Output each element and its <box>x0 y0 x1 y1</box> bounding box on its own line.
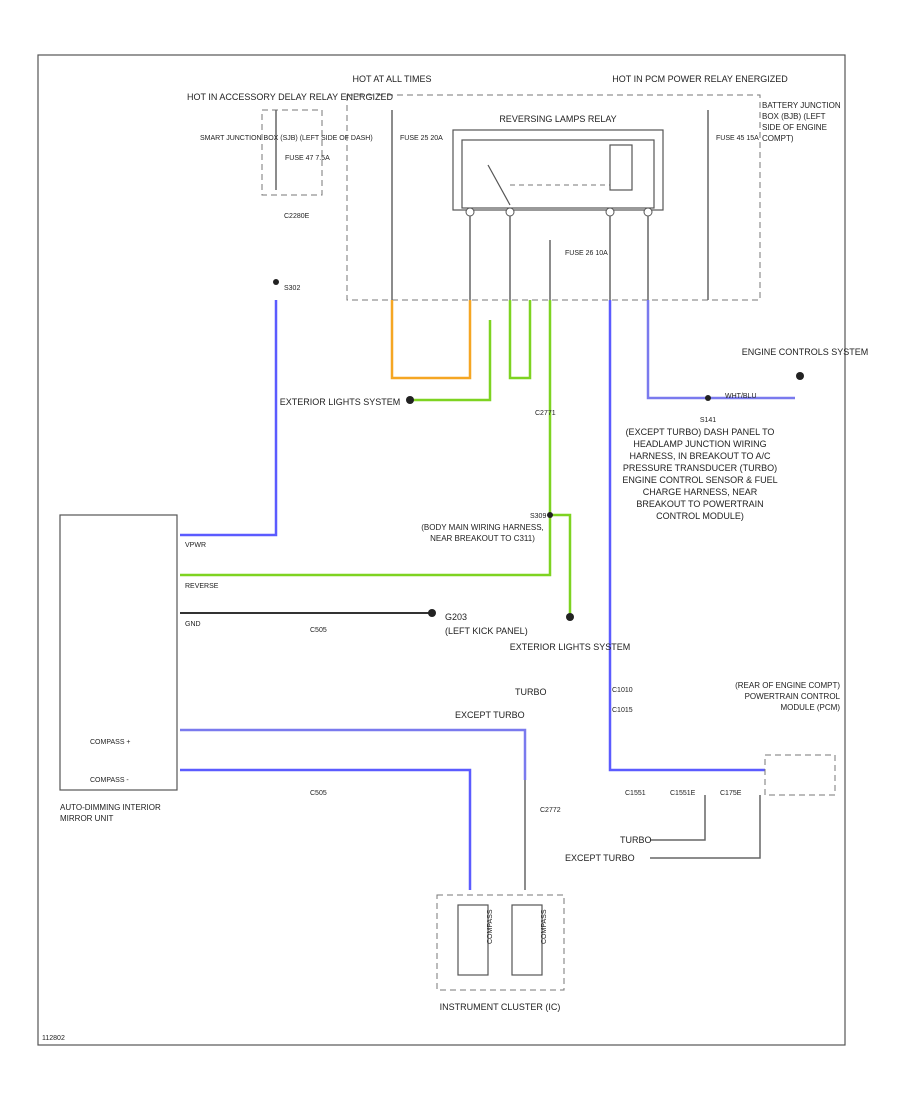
ipc-pin2-label: COMPASS <box>541 909 548 944</box>
relay-switch <box>487 164 511 206</box>
fuse-inner-label: FUSE 26 10A <box>565 250 608 257</box>
green-wire-s309 <box>548 300 572 615</box>
blue-wire-compass-plus <box>180 728 527 780</box>
c2280e-label: C2280E <box>284 213 310 220</box>
splice-s141 <box>705 395 711 401</box>
ext-lights-2-dot <box>566 613 574 621</box>
bjb-dashed-box <box>346 94 761 301</box>
relay-pin-1 <box>643 207 653 217</box>
s302-label: S302 <box>284 285 300 292</box>
bjb-label: BATTERY JUNCTION BOX (BJB) (LEFT SIDE OF… <box>762 101 841 143</box>
rear-engine-box: (REAR OF ENGINE COMPT) POWERTRAIN CONTRO… <box>735 681 840 712</box>
reverse-label: REVERSE <box>185 583 219 590</box>
diagram-frame <box>37 54 846 1046</box>
s309-desc: (BODY MAIN WIRING HARNESS, NEAR BREAKOUT… <box>421 523 544 543</box>
relay-pin-2 <box>605 207 615 217</box>
blue-wire-pcm <box>608 300 765 772</box>
blue-wire-compass-minus <box>180 768 472 890</box>
relay-coil <box>609 144 633 191</box>
hot-acc-label: HOT IN ACCESSORY DELAY RELAY ENERGIZED <box>187 92 393 102</box>
vpwr-label: VPWR <box>185 542 206 549</box>
c2772-label: C2772 <box>540 807 561 814</box>
green-wire-reverse <box>180 515 552 577</box>
hot-pcm-label: HOT IN PCM POWER RELAY ENERGIZED <box>612 74 788 84</box>
green-wire-loop <box>508 300 532 380</box>
footer-id: 112802 <box>42 1035 65 1042</box>
engine-controls-label: ENGINE CONTROLS SYSTEM <box>742 347 869 357</box>
blue-wire-vpwr <box>180 300 278 537</box>
rev-relay-label: REVERSING LAMPS RELAY <box>499 114 616 124</box>
bjb-label-box: BATTERY JUNCTION BOX (BJB) (LEFT SIDE OF… <box>762 101 841 143</box>
pcm-dashed-box <box>764 754 836 796</box>
compass1-label: COMPASS + <box>90 739 131 746</box>
ipc-dashed-box <box>436 894 565 991</box>
c1551-label: C1551 <box>625 790 646 797</box>
ext-lights-1-label: EXTERIOR LIGHTS SYSTEM <box>280 397 401 407</box>
ext-lights-2-label: EXTERIOR LIGHTS SYSTEM <box>510 642 631 652</box>
c1010-label: C1010 <box>612 687 633 694</box>
turbo2-label: TURBO <box>620 835 652 845</box>
fuse-acc-label: FUSE 47 7.5A <box>285 155 330 162</box>
blue-wire-engine <box>646 300 795 400</box>
c2771-label: C2771 <box>535 410 556 417</box>
relay-pin-3 <box>465 207 475 217</box>
smart-jb-label: SMART JUNCTION BOX (SJB) (LEFT SIDE OF D… <box>200 135 373 142</box>
rear-engine-label: (REAR OF ENGINE COMPT) POWERTRAIN CONTRO… <box>735 681 840 712</box>
engine-controls-dot <box>796 372 804 380</box>
mirror-unit-label: AUTO-DIMMING INTERIOR MIRROR UNIT <box>60 803 161 823</box>
except-turbo-line <box>650 795 761 859</box>
relay-inner-box <box>461 139 655 209</box>
splice-s309 <box>547 512 553 518</box>
ext-lights-dot <box>406 396 414 404</box>
s141-desc: (EXCEPT TURBO) DASH PANEL TO HEADLAMP JU… <box>622 427 778 521</box>
compass2-label: COMPASS - <box>90 777 129 784</box>
mirror-unit-box <box>59 514 178 791</box>
turbo-line <box>650 795 706 841</box>
reversing-lamps-relay-box <box>452 129 664 211</box>
s309-desc-box: (BODY MAIN WIRING HARNESS, NEAR BREAKOUT… <box>421 523 544 543</box>
turbo-label: TURBO <box>515 687 547 697</box>
except-turbo-label: EXCEPT TURBO <box>455 710 525 720</box>
fuse-all-label: FUSE 25 20A <box>400 135 443 142</box>
sjb-dashed-box <box>261 109 323 196</box>
relay-pin-5 <box>505 207 515 217</box>
orange-wire <box>390 300 472 380</box>
ground-g203-dot <box>428 609 436 617</box>
c1015-label: C1015 <box>612 707 633 714</box>
fuse-pcm-label: FUSE 45 15A <box>716 135 759 142</box>
s141-label: S141 <box>700 417 716 424</box>
c175e-label: C175E <box>720 790 742 797</box>
wht-blu-label: WHT/BLU <box>725 393 757 400</box>
ipc-pin2-box <box>511 904 543 976</box>
green-wire-ext-lights <box>410 320 492 402</box>
s141-desc-box: (EXCEPT TURBO) DASH PANEL TO HEADLAMP JU… <box>622 427 778 521</box>
c505b-label: C505 <box>310 790 327 797</box>
ipc-pin1-box <box>457 904 489 976</box>
s309-label: S309 <box>530 513 546 520</box>
c1551e-label: C1551E <box>670 790 696 797</box>
c505-label: C505 <box>310 627 327 634</box>
except-turbo2-label: EXCEPT TURBO <box>565 853 635 863</box>
ipc-label: INSTRUMENT CLUSTER (IC) <box>440 1002 561 1012</box>
gnd-label: GND <box>185 621 201 628</box>
mirror-unit-label-box: AUTO-DIMMING INTERIOR MIRROR UNIT <box>60 803 161 823</box>
g203-label: G203 <box>445 612 467 622</box>
g203-desc: (LEFT KICK PANEL) <box>445 626 528 636</box>
ipc-pin1-label: COMPASS <box>487 909 494 944</box>
splice-s302 <box>273 279 279 285</box>
hot-all-label: HOT AT ALL TIMES <box>352 74 431 84</box>
